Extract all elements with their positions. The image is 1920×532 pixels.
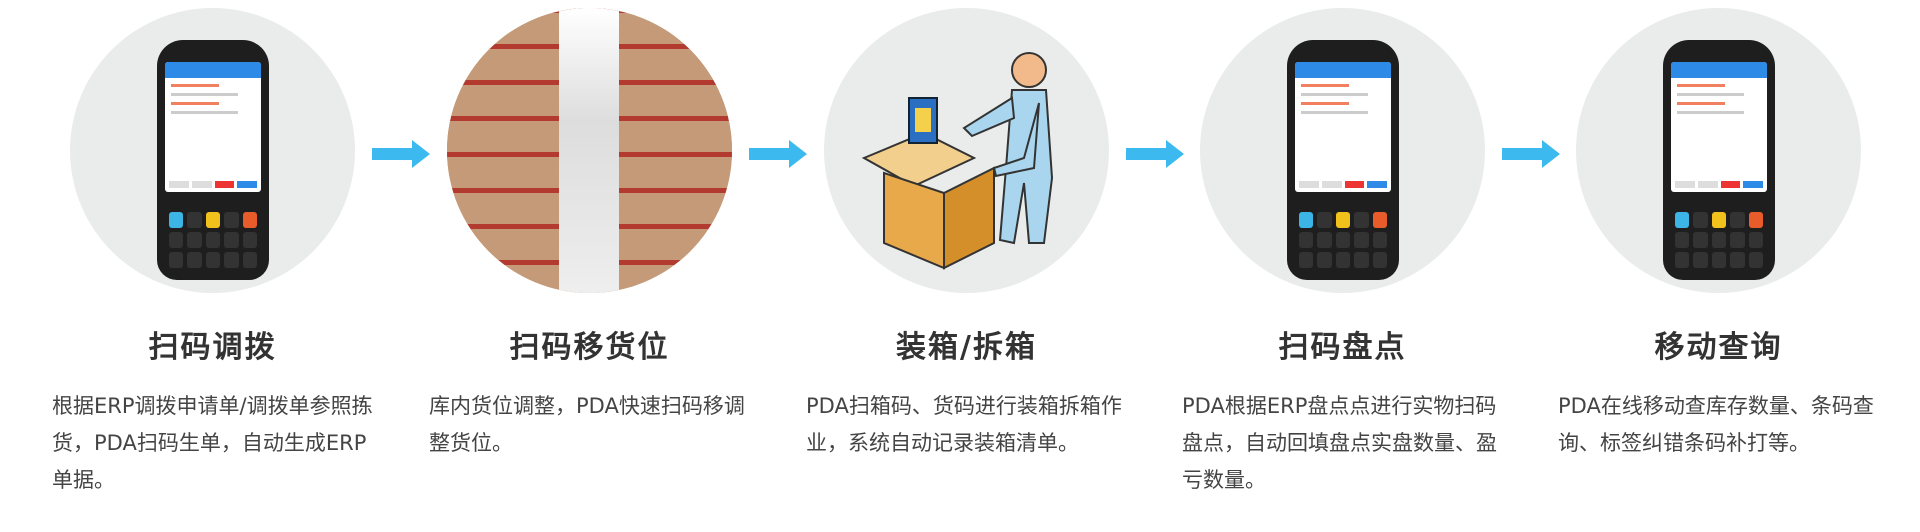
person-packing-box-image <box>861 52 1054 270</box>
step-description: 库内货位调整，PDA快速扫码移调整货位。 <box>429 394 745 455</box>
step-5: 移动查询 PDA在线移动查库存数量、条码查询、标签纠错条码补打等。 <box>1530 0 1907 532</box>
step-title: 移动查询 <box>1654 330 1783 365</box>
arrow-right-icon <box>1502 140 1560 168</box>
step-title: 扫码移货位 <box>509 330 670 365</box>
step-title: 扫码盘点 <box>1278 330 1407 365</box>
step-title: 扫码调拨 <box>148 330 277 365</box>
arrow-right-icon <box>372 140 430 168</box>
step-title: 装箱/拆箱 <box>896 330 1037 365</box>
step-description: PDA根据ERP盘点点进行实物扫码盘点，自动回填盘点实盘数量、盈亏数量。 <box>1182 394 1497 492</box>
pda-device-image <box>1287 40 1399 280</box>
step-description: PDA扫箱码、货码进行装箱拆箱作业，系统自动记录装箱清单。 <box>806 394 1122 455</box>
pda-device-image <box>157 40 269 280</box>
step-description: PDA在线移动查库存数量、条码查询、标签纠错条码补打等。 <box>1558 394 1874 455</box>
arrow-right-icon <box>1126 140 1184 168</box>
step-image-circle <box>1200 8 1485 293</box>
step-description: 根据ERP调拨申请单/调拨单参照拣货，PDA扫码生单，自动生成ERP单据。 <box>52 394 373 492</box>
arrow-right-icon <box>749 140 807 168</box>
pda-device-image <box>1663 40 1775 280</box>
step-2: 扫码移货位 库内货位调整，PDA快速扫码移调整货位。 <box>401 0 778 532</box>
step-image-circle <box>1576 8 1861 293</box>
step-1: 扫码调拨 根据ERP调拨申请单/调拨单参照拣货，PDA扫码生单，自动生成ERP单… <box>24 0 401 532</box>
step-3: 装箱/拆箱 PDA扫箱码、货码进行装箱拆箱作业，系统自动记录装箱清单。 <box>778 0 1155 532</box>
step-4: 扫码盘点 PDA根据ERP盘点点进行实物扫码盘点，自动回填盘点实盘数量、盈亏数量… <box>1154 0 1531 532</box>
step-image-circle <box>447 8 732 293</box>
step-image-circle <box>70 8 355 293</box>
step-image-circle <box>824 8 1109 293</box>
